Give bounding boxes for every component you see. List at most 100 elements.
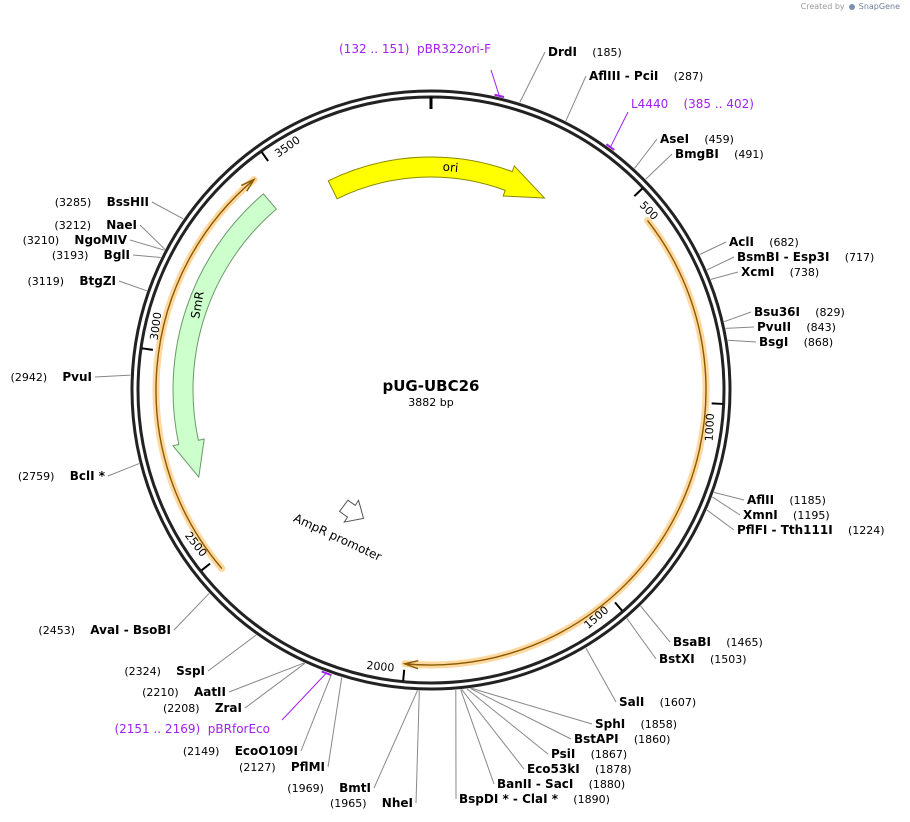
- site-enzyme-name: XmnI: [743, 508, 778, 522]
- site-label: BanII - SacI (1880): [497, 773, 625, 792]
- site-spacer: [619, 728, 634, 747]
- site-leader: [706, 256, 735, 271]
- site-enzyme-name: SspI: [176, 664, 205, 678]
- site-label: AseI (459): [660, 128, 734, 147]
- feature-arrow-smr: [172, 193, 278, 479]
- site-position: (2942): [11, 371, 48, 384]
- site-enzyme-name: PvuI: [62, 370, 92, 384]
- site-leader: [471, 687, 593, 725]
- site-spacer: [778, 504, 793, 523]
- site-spacer: [47, 366, 62, 385]
- site-label: (2453) AvaI - BsoBI: [38, 619, 171, 638]
- region-arc: [155, 178, 255, 569]
- site-leader: [466, 688, 549, 755]
- primer-mark: [321, 670, 332, 676]
- tick-mark: [402, 669, 406, 681]
- site-enzyme-name: Eco53kI: [527, 762, 580, 776]
- site-position: (1503): [710, 653, 747, 666]
- site-leader: [626, 618, 657, 660]
- site-spacer: [573, 773, 588, 792]
- site-enzyme-name: EcoO109I: [235, 744, 298, 758]
- site-leader: [723, 311, 752, 323]
- site-position: (717): [845, 251, 875, 264]
- primer-label: L4440 (385 .. 402): [631, 97, 754, 111]
- site-enzyme-name: BtgZI: [79, 274, 116, 288]
- site-spacer: [161, 660, 176, 679]
- site-position: (2210): [142, 686, 179, 699]
- site-position: (3212): [54, 219, 91, 232]
- site-position: (682): [769, 236, 799, 249]
- site-label: (2127) PflMI: [239, 756, 325, 775]
- site-leader: [415, 690, 420, 804]
- site-position: (2149): [183, 745, 220, 758]
- site-position: (738): [790, 266, 820, 279]
- site-leader: [699, 241, 727, 255]
- site-leader: [139, 224, 166, 250]
- site-leader: [327, 677, 343, 768]
- primer-mark: [494, 93, 505, 98]
- site-leader: [132, 254, 161, 259]
- site-position: (868): [804, 336, 834, 349]
- region-arc: [404, 220, 707, 666]
- site-label: PsiI (1867): [551, 743, 627, 762]
- site-position: (3193): [52, 249, 89, 262]
- site-position: (1858): [641, 718, 678, 731]
- site-enzyme-name: BstAPI: [574, 732, 619, 746]
- sites-layer: DrdI (185)AflIII - PciI (287)AseI (459)B…: [11, 45, 885, 811]
- site-enzyme-name: AflIII - PciI: [589, 69, 658, 83]
- site-label: (3119) BtgZI: [28, 270, 116, 289]
- site-position: (2453): [38, 624, 75, 637]
- site-enzyme-name: AseI: [660, 132, 689, 146]
- site-spacer: [200, 697, 215, 716]
- primer-label: (2151 .. 2169) pBRforEco: [114, 722, 270, 736]
- site-label: AclI (682): [729, 231, 799, 250]
- site-leader: [713, 491, 745, 501]
- site-label: (3212) NaeI: [54, 214, 137, 233]
- site-leader: [470, 687, 572, 740]
- site-position: (1878): [595, 763, 632, 776]
- site-leader: [460, 689, 495, 785]
- site-position: (829): [815, 306, 845, 319]
- site-label: Eco53kI (1878): [527, 758, 632, 777]
- site-position: (1965): [330, 797, 367, 810]
- site-enzyme-name: BspDI * - ClaI *: [459, 792, 559, 806]
- site-spacer: [54, 465, 69, 484]
- site-leader: [640, 605, 671, 643]
- site-position: (1860): [634, 733, 671, 746]
- site-leader: [373, 690, 418, 789]
- site-leader: [173, 593, 210, 631]
- site-position: (185): [592, 46, 622, 59]
- credit-brand: SnapGene: [858, 2, 900, 11]
- site-leader: [94, 374, 131, 378]
- site-label: PvuII (843): [757, 316, 836, 335]
- site-enzyme-name: NaeI: [106, 218, 137, 232]
- site-leader: [300, 673, 333, 752]
- site-enzyme-name: SalI: [619, 695, 644, 709]
- site-position: (459): [704, 133, 734, 146]
- site-position: (2127): [239, 761, 276, 774]
- site-spacer: [64, 270, 79, 289]
- tick-mark: [260, 151, 269, 162]
- site-position: (1969): [287, 782, 324, 795]
- site-enzyme-name: NgoMIV: [74, 233, 127, 247]
- backbone: [130, 89, 732, 691]
- site-position: (1465): [726, 636, 763, 649]
- primer-mark: [605, 143, 615, 151]
- tick-mark: [200, 562, 211, 572]
- site-enzyme-name: BsgI: [759, 335, 788, 349]
- site-label: (3210) NgoMIV: [23, 229, 128, 248]
- site-label: (1965) NheI: [330, 792, 413, 811]
- site-enzyme-name: AatII: [194, 685, 226, 699]
- site-leader: [244, 662, 306, 709]
- site-spacer: [91, 214, 106, 233]
- site-position: (1195): [793, 509, 830, 522]
- site-leader: [634, 138, 658, 169]
- site-enzyme-name: BmtI: [339, 781, 371, 795]
- site-enzyme-name: BglI: [104, 248, 130, 262]
- site-position: (3119): [28, 275, 65, 288]
- site-position: (287): [674, 70, 704, 83]
- feature-arrow-ori: [327, 156, 546, 200]
- site-leader: [519, 51, 546, 103]
- tick-mark: [141, 347, 154, 351]
- site-enzyme-name: XcmI: [741, 265, 774, 279]
